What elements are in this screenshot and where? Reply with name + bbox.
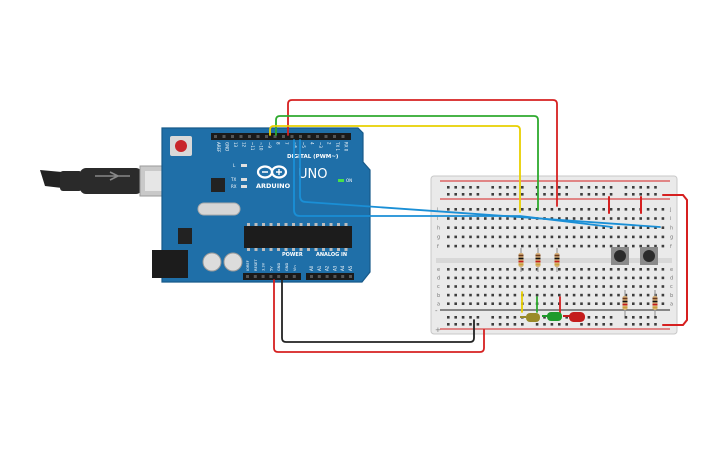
- resistor-5: [652, 290, 658, 316]
- rail-jumpers: [521, 194, 688, 326]
- pushbuttons: [611, 247, 658, 265]
- wire-blue-2: [299, 139, 661, 228]
- analog-pin-label: A1: [317, 265, 322, 271]
- row-letter: d: [437, 276, 440, 282]
- power-pin-label: Vin: [293, 265, 297, 271]
- analog-pin-label: A3: [332, 265, 337, 271]
- pin-label: 2: [327, 142, 332, 145]
- analog-pin-label: A0: [309, 265, 314, 271]
- row-letter: j: [436, 207, 438, 213]
- row-letter: e: [437, 267, 440, 273]
- row-letter: d: [670, 276, 673, 282]
- analog-label: ANALOG IN: [316, 252, 347, 258]
- led-yellow: [520, 313, 540, 322]
- pin-label: 13: [233, 142, 238, 148]
- usb-cable: [40, 165, 177, 197]
- row-letter: b: [437, 293, 440, 299]
- pushbutton-1[interactable]: [611, 247, 629, 265]
- power-pin-label: GND: [285, 263, 289, 271]
- wire-black-gnd: [281, 279, 475, 343]
- power-pin-label: 3.3V: [262, 262, 266, 271]
- analog-pin-label: A5: [348, 265, 353, 271]
- analog-header: [306, 273, 354, 280]
- wire-red-5v: [287, 99, 558, 207]
- board-model: UNO: [298, 167, 327, 182]
- digital-header: [211, 133, 351, 140]
- wire-red-power: [273, 279, 485, 353]
- row-letter: j: [669, 207, 671, 213]
- led-label-tx: TX: [230, 177, 236, 182]
- row-letter: a: [437, 301, 440, 307]
- led-label-rx: RX: [231, 184, 237, 189]
- resistor-4: [622, 290, 628, 316]
- pin-label: TX 1: [335, 141, 340, 151]
- led-label-l: L: [233, 163, 236, 168]
- row-letter: c: [437, 284, 440, 290]
- led-green: [542, 312, 562, 321]
- resistors: [518, 248, 658, 316]
- pin-label: ~5: [301, 142, 306, 148]
- wires: [269, 99, 661, 353]
- row-letter: e: [670, 267, 673, 273]
- resistor-2: [535, 248, 541, 272]
- status-leds: L TX RX ON: [230, 163, 352, 189]
- pin-label: AREF: [216, 142, 221, 153]
- resistor-3: [554, 248, 560, 272]
- rail-plus-label: +: [435, 326, 441, 334]
- wire-blue-1: [293, 139, 613, 228]
- row-letter: g: [670, 235, 673, 241]
- row-letter: f: [670, 244, 672, 250]
- wire-yellow: [269, 125, 521, 213]
- rail-bridge-wire: [662, 194, 688, 326]
- pin-label: 12: [242, 142, 247, 148]
- row-letter: b: [670, 293, 673, 299]
- arduino-logo: [256, 165, 288, 179]
- arduino-logo-text: ARDUINO: [256, 182, 291, 190]
- row-letter: a: [670, 301, 673, 307]
- pin-label: ~10: [259, 142, 264, 151]
- leds: [520, 312, 585, 322]
- pin-label: 8: [276, 142, 281, 145]
- analog-pin-label: A4: [340, 265, 345, 271]
- pin-label: ~3: [318, 142, 323, 148]
- pin-label: 7: [284, 142, 289, 145]
- row-letter: h: [437, 225, 440, 231]
- pushbutton-2[interactable]: [640, 247, 658, 265]
- pin-label: ~6: [293, 142, 298, 148]
- power-pin-label: IOREF: [246, 260, 250, 271]
- power-pin-label: 5V: [269, 266, 273, 271]
- pin-label: GND: [225, 142, 230, 151]
- wire-green: [275, 115, 539, 211]
- analog-pin-label: A2: [325, 265, 330, 271]
- row-letter: i: [437, 216, 438, 222]
- power-pin-label: RESET: [254, 259, 258, 271]
- power-label: POWER: [282, 252, 303, 258]
- pin-label: ~11: [250, 142, 255, 151]
- pin-label: RX 0: [344, 142, 349, 152]
- pin-label: ~9: [267, 142, 272, 148]
- digital-label: DIGITAL (PWM~): [287, 154, 339, 160]
- power-pin-label: GND: [277, 263, 281, 271]
- row-letter: g: [437, 235, 440, 241]
- arduino-uno-board: ARDUINO UNO DIGITAL (PWM~) POWER ANALOG …: [152, 127, 371, 283]
- atmega-chip: [244, 223, 352, 251]
- row-letter: c: [670, 284, 673, 290]
- resistor-1: [518, 248, 524, 272]
- row-letter: i: [670, 216, 671, 222]
- on-label: ON: [346, 178, 352, 183]
- pin-label: 4: [310, 142, 315, 145]
- power-jack: [152, 250, 188, 278]
- rail-minus-label: -: [435, 307, 438, 315]
- row-letter: f: [437, 244, 439, 250]
- row-letter: h: [670, 225, 673, 231]
- led-red: [563, 312, 585, 322]
